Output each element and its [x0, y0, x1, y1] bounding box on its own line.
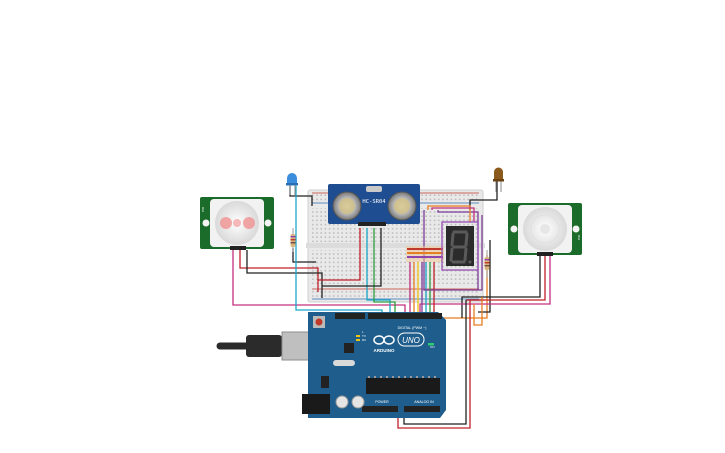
- wire-left-pir-vcc: [239, 250, 319, 292]
- wire-left-pir-signal: [232, 250, 406, 318]
- arduino-uno[interactable]: UNO ARDUINO DIGITAL (PWM ~) POWER ANALOG…: [216, 312, 446, 418]
- l-label: L: [362, 330, 364, 334]
- wire-seg-top1: [427, 205, 471, 222]
- wire-right-pir-signal: [419, 256, 551, 318]
- power-header: [362, 406, 398, 412]
- arduino-model: UNO: [402, 336, 420, 345]
- ultrasonic-model-label: HC-SR04: [362, 199, 386, 205]
- pir-left-label: PIR: [201, 206, 205, 212]
- digital-header: [368, 313, 442, 319]
- digital-label: DIGITAL (PWM ~): [398, 326, 427, 330]
- resistor-2: [484, 250, 490, 278]
- pir-sensor-left[interactable]: PIR: [200, 197, 274, 250]
- wire-right-pir-gnd: [461, 256, 541, 318]
- wire-arduino-gnd: [403, 300, 467, 425]
- wire-seg-top2: [431, 207, 475, 222]
- analog-header: [404, 406, 440, 412]
- brown-led[interactable]: [493, 167, 504, 193]
- power-jack: [302, 394, 330, 414]
- tx-label: TX: [362, 334, 366, 338]
- wire-right-pir-vcc: [466, 256, 546, 301]
- segment-resistor-array: [406, 246, 444, 262]
- seven-segment-display: [441, 221, 479, 271]
- wire-us-trig: [366, 228, 391, 318]
- wire-us-vcc: [318, 228, 361, 281]
- usb-plug: [246, 335, 282, 357]
- wire-led-resistor: [292, 248, 316, 263]
- wire-us-gnd: [322, 228, 382, 287]
- wire-arduino-5v: [397, 299, 484, 429]
- breadboard: [306, 189, 485, 303]
- wire-us-echo: [373, 228, 396, 318]
- atmega-chip: [366, 378, 440, 394]
- blue-led[interactable]: [286, 173, 298, 195]
- arduino-brand: ARDUINO: [374, 348, 395, 353]
- arduino-logo: [373, 332, 425, 347]
- power-label: POWER: [375, 400, 389, 404]
- pir-left-hotspot-1: [220, 217, 232, 229]
- resistor-1: [290, 228, 296, 252]
- ultrasonic-sensor[interactable]: HC-SR04: [328, 184, 420, 226]
- pir-left-hotspot-2: [233, 219, 241, 227]
- wire-led2-anode: [469, 180, 498, 210]
- rx-label: RX: [362, 338, 366, 342]
- pir-left-hotspot-3: [243, 217, 255, 229]
- wire-breadboard-pwr: [473, 297, 483, 326]
- on-label: ON: [430, 345, 435, 349]
- pir-sensor-right[interactable]: PIR: [508, 203, 582, 256]
- pir-right-label: PIR: [577, 234, 581, 240]
- analog-label: ANALOG IN: [414, 400, 434, 404]
